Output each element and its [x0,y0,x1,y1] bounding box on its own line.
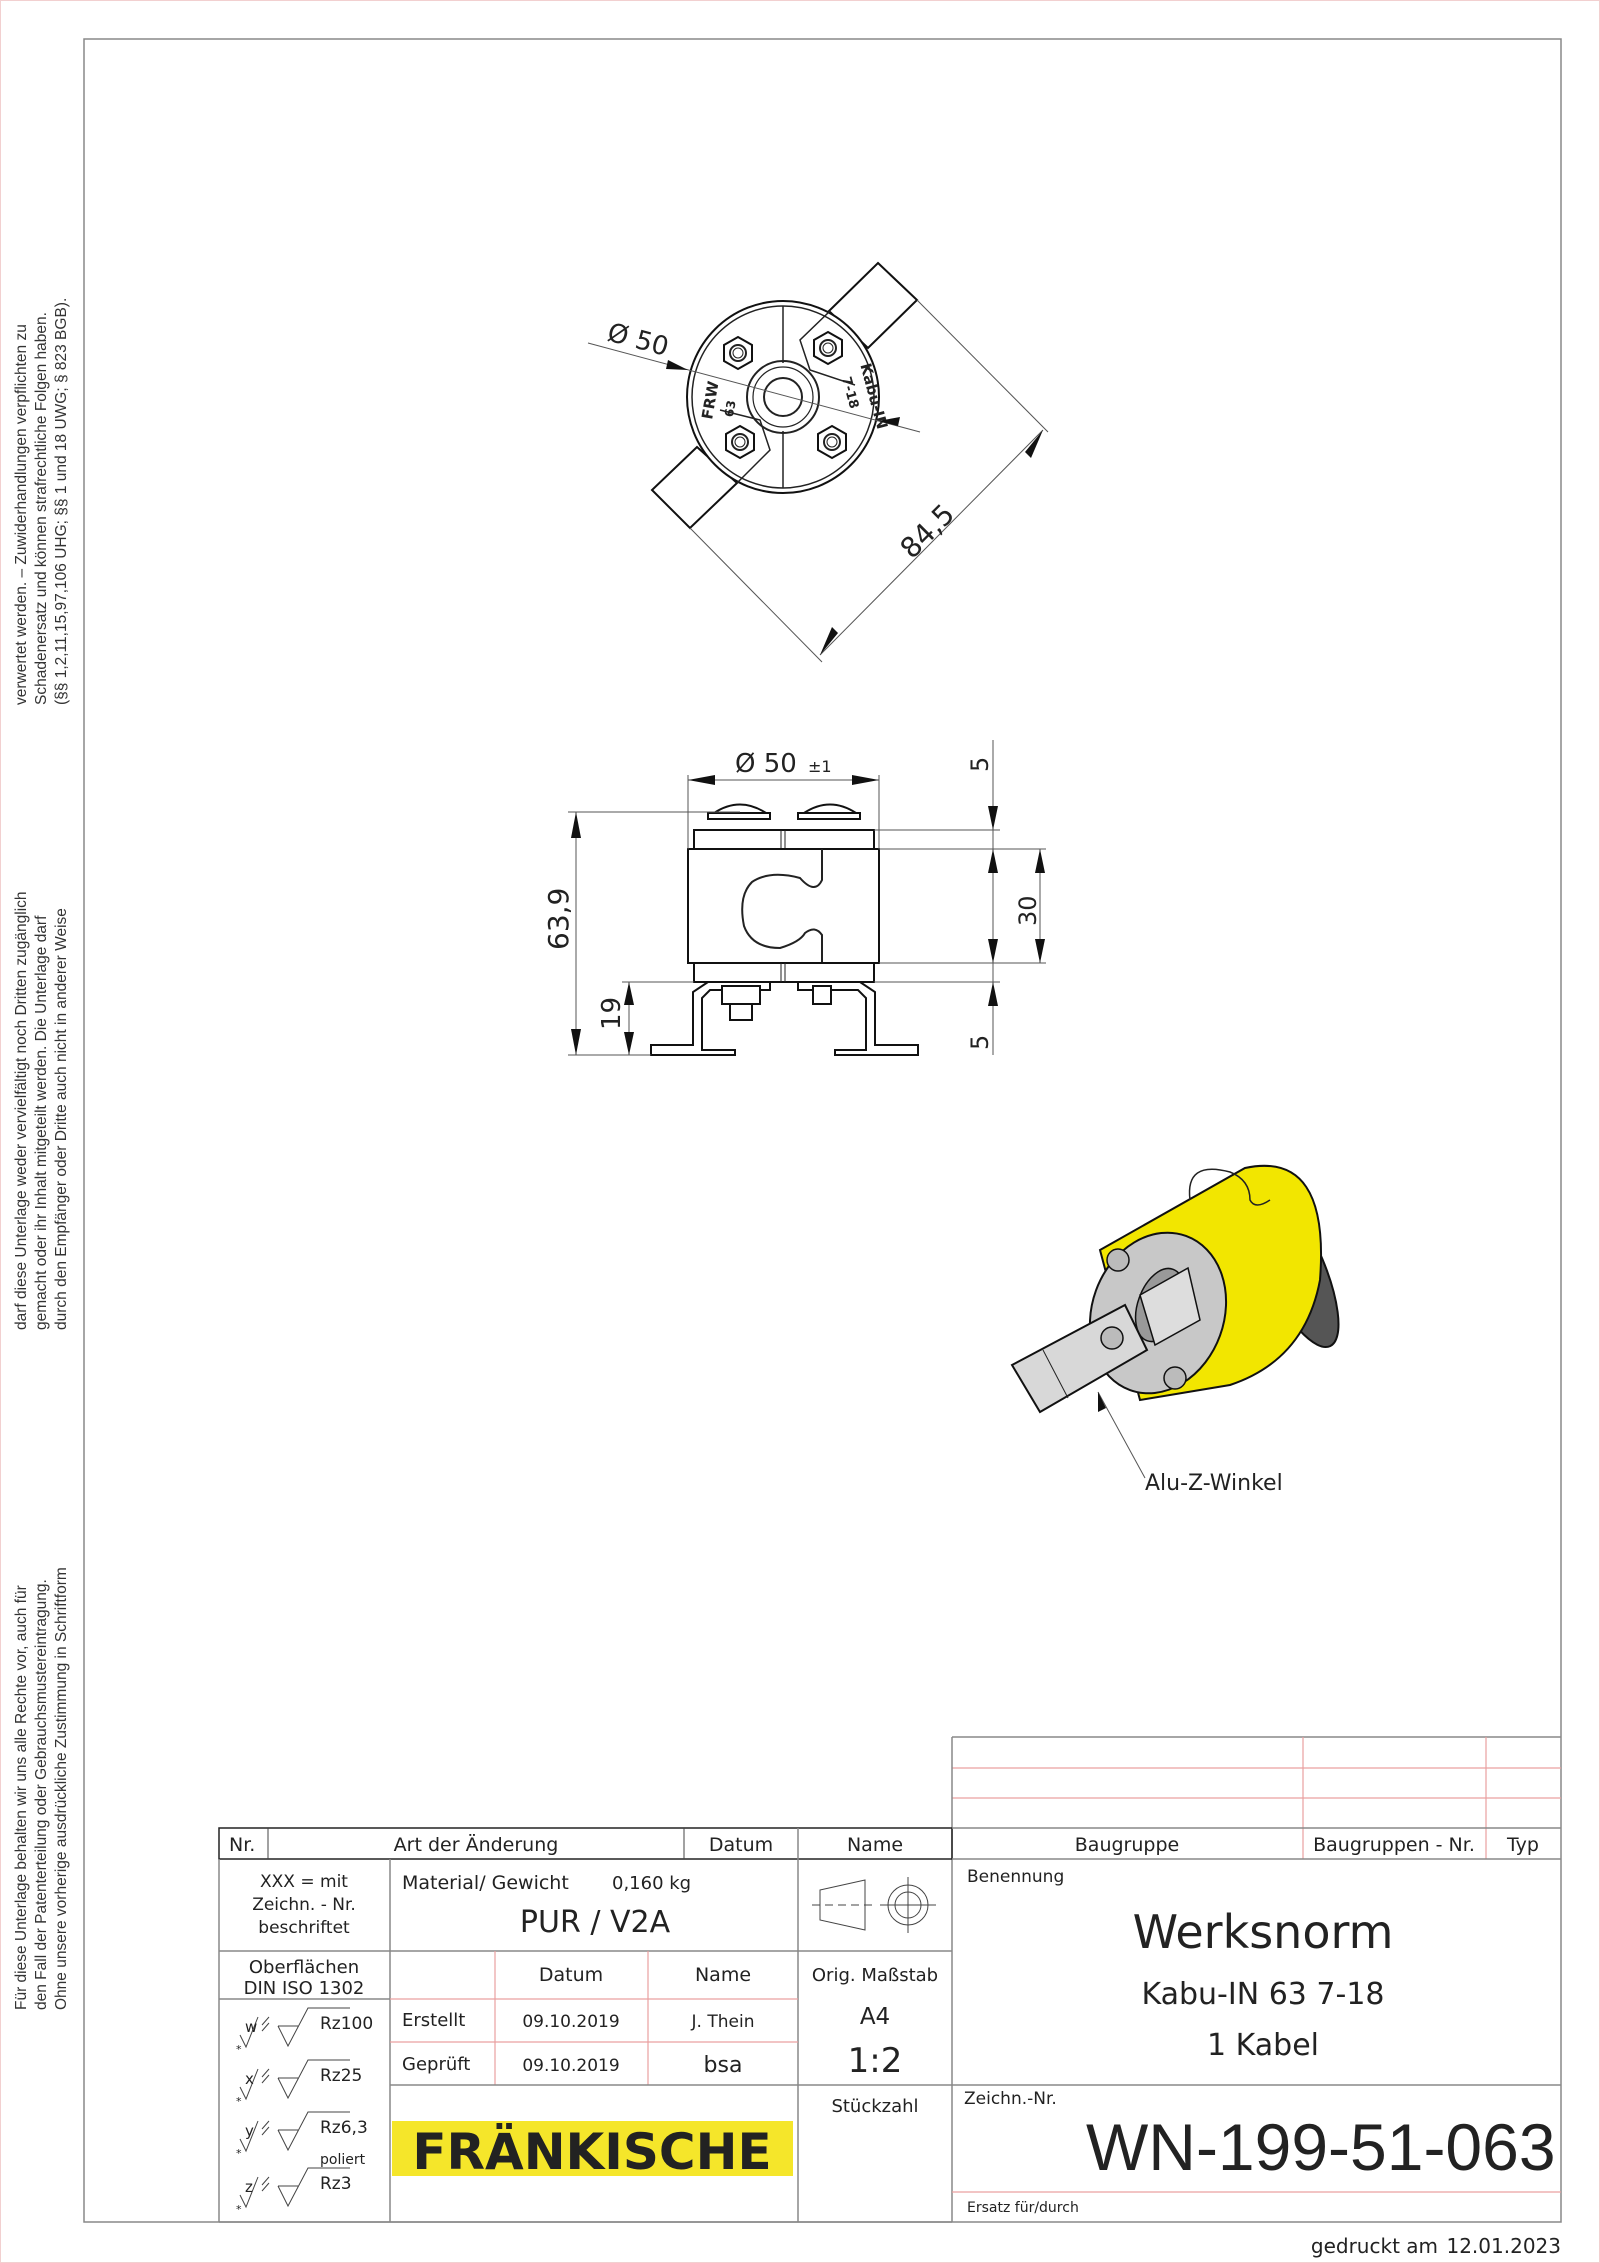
xxx-note: Zeichn. - Nr. [252,1895,356,1915]
legal-line: darf diese Unterlage weder vervielfältig… [13,891,30,1330]
sheet-format: A4 [860,2004,890,2030]
scale-label: Orig. Maßstab [812,1965,938,1986]
checked-label: Geprüft [402,2054,470,2075]
logo-text: FRÄNKISCHE [412,2123,771,2181]
legal-line: durch den Empfänger oder Dritte auch nic… [53,908,70,1330]
created-label: Erstellt [402,2010,465,2031]
surface-note: poliert [320,2152,366,2168]
col-type: Typ [1506,1834,1539,1856]
checked-date: 09.10.2019 [522,2056,619,2076]
col-nr: Nr. [229,1834,255,1856]
isometric-view: Alu-Z-Winkel [1010,1164,1340,1496]
col-name: Name [847,1834,903,1856]
quantity-label: Stückzahl [831,2096,918,2117]
header-name: Name [695,1964,751,1986]
legal-line: Ohne unsere vorherige ausdrückliche Zust… [53,1567,70,2010]
surface-value: Rz3 [320,2174,352,2194]
dim-height: 63,9 [542,888,575,950]
company-logo [392,2121,793,2176]
nut-icon [725,424,755,460]
svg-text:*: * [236,2203,242,2216]
replacement-label: Ersatz für/durch [967,2200,1079,2216]
surfaces-label: Oberflächen [249,1957,359,1978]
dim-foot: 19 [597,997,627,1030]
dim-diagonal: 84,5 [894,498,961,565]
header-date: Datum [539,1964,603,1986]
printed-date: 12.01.2023 [1446,2234,1561,2258]
surface-letter: z [245,2178,253,2196]
weight-value: 0,160 kg [612,1873,691,1894]
surface-letter: w [245,2018,257,2036]
legal-line: den Fall der Patenterteilung oder Gebrau… [33,1579,50,2010]
dim-width: Ø 50 [735,749,797,779]
nut-icon [1106,1248,1130,1272]
svg-text:*: * [236,2147,242,2160]
xxx-note: beschriftet [258,1918,350,1938]
legal-line: (§§ 1,2,11,15,97,106 UHG; §§ 1 und 18 UW… [53,298,70,705]
legal-line: gemacht oder ihr Inhalt mitgeteilt werde… [33,915,50,1330]
legal-line: Für diese Unterlage behalten wir uns all… [13,1585,30,2010]
nut-icon [813,330,843,366]
checked-name: bsa [704,2053,743,2078]
created-date: 09.10.2019 [522,2012,619,2032]
svg-text:*: * [236,2043,242,2056]
legal-notice: Für diese Unterlage behalten wir uns all… [13,298,70,2010]
material-label: Material/ Gewicht [402,1872,569,1894]
material-value: PUR / V2A [520,1905,671,1940]
col-assembly: Baugruppe [1075,1834,1179,1856]
nut-icon [1163,1366,1187,1390]
dim-bottom: 5 [966,1035,994,1050]
projection-symbol-icon [812,1877,936,1933]
printed-label: gedruckt am [1311,2234,1438,2258]
col-change: Art der Änderung [394,1833,559,1856]
nut-icon [723,335,753,371]
legal-line: verwertet werden. – Zuwiderhandlungen ve… [13,324,30,705]
surfaces-standard: DIN ISO 1302 [244,1978,365,1999]
surface-value: Rz25 [320,2066,362,2086]
col-date: Datum [709,1834,773,1856]
drawing-number: WN-199-51-063 [1086,2110,1556,2184]
clamp-body [687,848,880,964]
dim-body: 30 [1014,895,1042,926]
surface-letter: y [245,2122,254,2140]
part-label: Alu-Z-Winkel [1145,1471,1283,1496]
designation-detail: 1 Kabel [1207,2028,1319,2063]
drawing-no-label: Zeichn.-Nr. [964,2089,1057,2109]
surface-value: Rz100 [320,2014,373,2034]
dim-width-tolerance: ±1 [808,757,832,776]
created-name: J. Thein [691,2012,755,2032]
title-block: Nr. Art der Änderung Datum Name Baugrupp… [218,1736,1561,2223]
designation-title: Werksnorm [1133,1905,1394,1959]
dim-top: 5 [966,757,994,772]
surface-value: Rz6,3 [320,2118,368,2138]
nut-icon [1100,1326,1124,1350]
alu-z-bracket [1010,1303,1149,1414]
surface-letter: x [245,2070,254,2088]
top-view: FRW 63 7-18 Kabu-IN Ø 50 84,5 [587,261,1049,663]
drawing-scale: 1:2 [848,2041,903,2081]
bracket-upper [827,261,919,350]
side-view: Ø 50 ±1 63,9 19 5 30 5 [542,740,1046,1056]
nut-icon [817,424,847,460]
xxx-note: XXX = mit [260,1872,348,1892]
marking-text: 63 [722,399,739,418]
col-assembly-no: Baugruppen - Nr. [1313,1834,1475,1856]
svg-text:*: * [236,2095,242,2108]
surface-symbols: w Rz100 * x Rz25 * y Rz6,3 * z [236,2007,373,2216]
designation-product: Kabu-IN 63 7-18 [1141,1977,1384,2012]
legal-line: Schadenersatz und können strafrechtliche… [33,312,50,705]
designation-label: Benennung [967,1867,1064,1887]
